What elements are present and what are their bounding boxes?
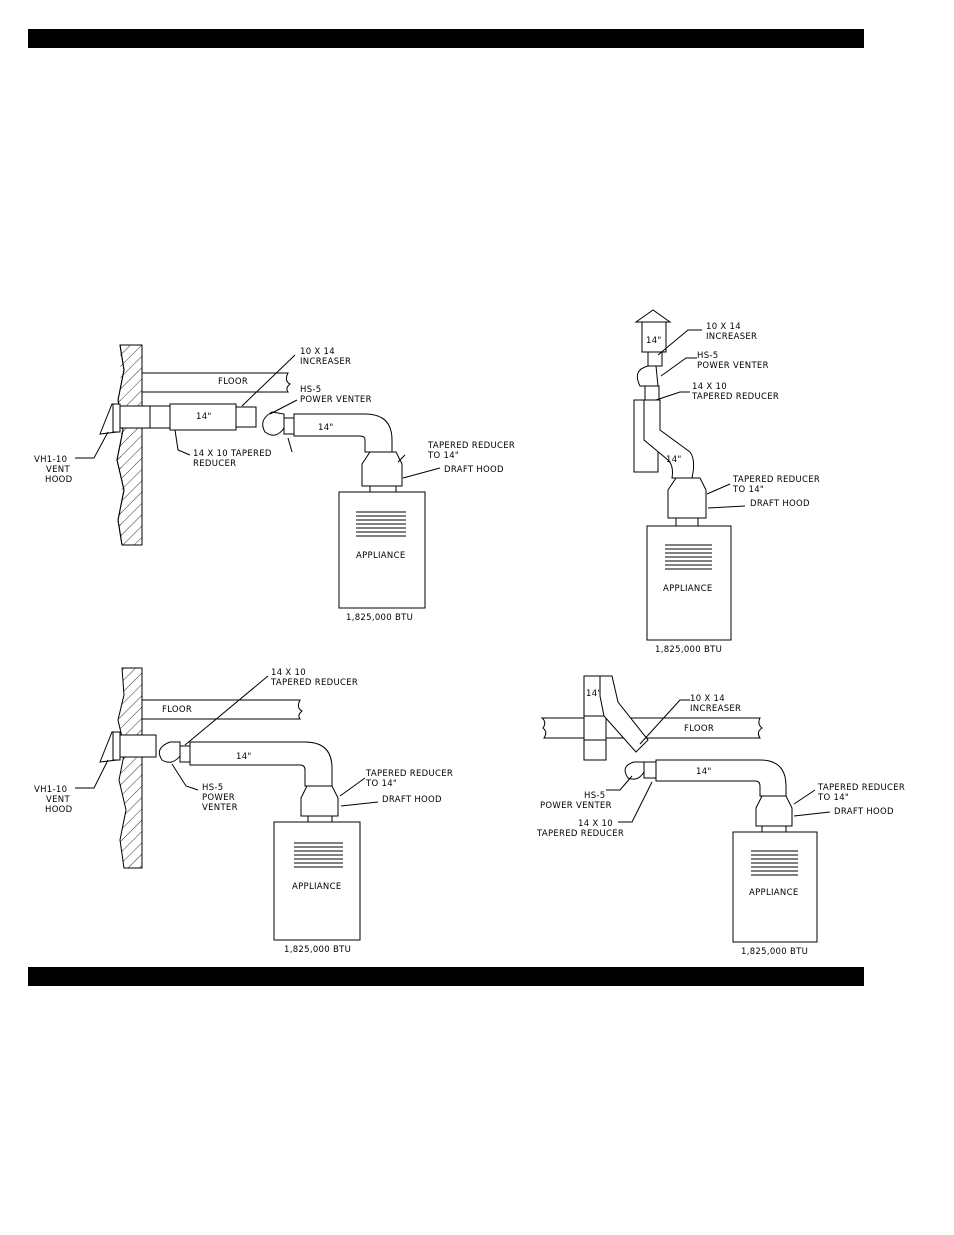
d4-reducer-low-label-2: TAPERED REDUCER <box>536 829 624 839</box>
d4-pipe-a-label: 14" <box>696 767 712 777</box>
d3-power-venter-label: HS-5 <box>202 783 223 793</box>
d3-reducer-low-label-2: TAPERED REDUCER <box>270 678 358 688</box>
d3-vent-hood-label-2: VENT <box>46 795 70 805</box>
d1-reducer-to-label-2: TO 14" <box>427 451 459 461</box>
d1-vent-hood-label-3: HOOD <box>45 475 73 485</box>
d2-increaser-label: 10 X 14 <box>706 322 741 332</box>
d2-power-venter-label-2: POWER VENTER <box>697 361 769 371</box>
d3-reducer-to-label-2: TO 14" <box>365 779 397 789</box>
d1-power-venter-label-2: POWER VENTER <box>300 395 372 405</box>
top-rule <box>28 29 864 48</box>
d4-increaser-label-2: INCREASER <box>690 704 741 714</box>
d4-pipe-top-label: 14" <box>586 689 602 699</box>
d1-appliance-label: APPLIANCE <box>356 551 406 561</box>
d1-reducer-low-label-2: REDUCER <box>193 459 236 469</box>
d1-increaser-label-2: INCREASER <box>300 357 351 367</box>
d3-power-venter-label-3: VENTER <box>202 803 238 813</box>
d3-btu-label: 1,825,000 BTU <box>284 945 351 955</box>
d4-reducer-low-label: 14 X 10 <box>578 819 613 829</box>
d1-floor-label: FLOOR <box>218 377 248 387</box>
diagram-4: 14" 10 X 14 INCREASER FLOOR 14" HS-5 POW… <box>536 675 905 957</box>
bottom-rule <box>28 967 864 986</box>
d2-power-venter-label: HS-5 <box>697 351 718 361</box>
d3-reducer-low-label: 14 X 10 <box>271 668 306 678</box>
d4-reducer-to-label-2: TO 14" <box>817 793 849 803</box>
d1-pipe-b-label: 14" <box>318 423 334 433</box>
d2-btu-label: 1,825,000 BTU <box>655 645 722 655</box>
d2-reducer-to-label: TAPERED REDUCER <box>732 475 820 485</box>
d3-power-venter-label-2: POWER <box>202 793 235 803</box>
d1-power-venter-label: HS-5 <box>300 385 321 395</box>
d1-reducer-to-label: TAPERED REDUCER <box>427 441 515 451</box>
d4-reducer-to-label: TAPERED REDUCER <box>817 783 905 793</box>
d3-reducer-to-label: TAPERED REDUCER <box>365 769 453 779</box>
d2-pipe-a-label: 14" <box>666 455 682 465</box>
d2-draft-hood-label: DRAFT HOOD <box>750 499 810 509</box>
d4-draft-hood-label: DRAFT HOOD <box>834 807 894 817</box>
d4-floor-label: FLOOR <box>684 724 714 734</box>
d3-appliance-label: APPLIANCE <box>292 882 342 892</box>
d1-pipe-a-label: 14" <box>196 412 212 422</box>
d2-appliance-label: APPLIANCE <box>663 584 713 594</box>
d1-reducer-low-label: 14 X 10 TAPERED <box>193 449 272 459</box>
d4-btu-label: 1,825,000 BTU <box>741 947 808 957</box>
d1-increaser-label: 10 X 14 <box>300 347 335 357</box>
d1-vent-hood-label-2: VENT <box>46 465 70 475</box>
d1-draft-hood-label: DRAFT HOOD <box>444 465 504 475</box>
diagram-1: FLOOR 10 X 14 INCREASER HS-5 POWER VENTE… <box>34 344 515 623</box>
d1-vent-hood-label: VH1-10 <box>34 455 67 465</box>
d3-draft-hood-label: DRAFT HOOD <box>382 795 442 805</box>
d2-reducer-low-label: 14 X 10 <box>692 382 727 392</box>
d2-reducer-to-label-2: TO 14" <box>732 485 764 495</box>
d4-power-venter-label: HS-5 <box>584 791 605 801</box>
d3-vent-hood-label-3: HOOD <box>45 805 73 815</box>
d2-reducer-low-label-2: TAPERED REDUCER <box>691 392 779 402</box>
d4-power-venter-label-2: POWER VENTER <box>540 801 612 811</box>
d4-increaser-label: 10 X 14 <box>690 694 725 704</box>
d1-btu-label: 1,825,000 BTU <box>346 613 413 623</box>
diagram-3: 14 X 10 TAPERED REDUCER FLOOR 14" HS-5 P… <box>34 667 453 955</box>
d3-vent-hood-label: VH1-10 <box>34 785 67 795</box>
d3-pipe-a-label: 14" <box>236 752 252 762</box>
d3-floor-label: FLOOR <box>162 705 192 715</box>
d4-appliance-label: APPLIANCE <box>749 888 799 898</box>
d2-increaser-label-2: INCREASER <box>706 332 757 342</box>
d2-pipe-top-label: 14" <box>646 336 662 346</box>
diagram-2: 10 X 14 INCREASER HS-5 POWER VENTER 14 X… <box>633 309 820 655</box>
